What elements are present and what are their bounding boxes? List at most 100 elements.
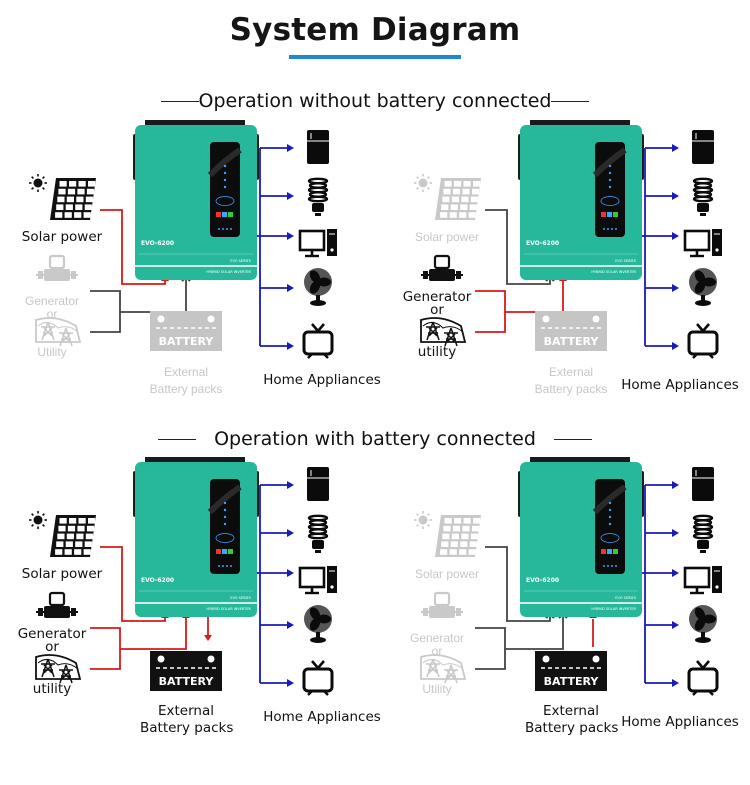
output-arrow [672, 679, 679, 687]
key-led [226, 228, 228, 230]
output-arrow [672, 569, 679, 577]
series-name: EVO SERIES [615, 596, 637, 600]
status-led [223, 185, 227, 189]
pc-tower [712, 229, 722, 256]
battery-terminal [542, 315, 550, 323]
panel-cell [449, 212, 457, 218]
panel-cell [74, 549, 82, 555]
fan-blade [702, 277, 716, 287]
battery-icon: BATTERY [535, 311, 607, 351]
utility-label: utility [417, 344, 457, 360]
output-arrow [672, 144, 679, 152]
panel-cell [76, 533, 84, 540]
solar-panel-icon [29, 511, 96, 557]
heading-rule-right [551, 101, 590, 102]
bulb-base [312, 203, 324, 212]
status-led [608, 171, 612, 175]
indicator-lamp [228, 212, 233, 217]
panel-cell [444, 518, 452, 524]
indicator-lamp [613, 212, 618, 217]
status-led [223, 508, 227, 512]
or-label: or [431, 644, 443, 658]
battery-terminal [592, 655, 600, 663]
status-led [223, 164, 227, 168]
output-arrow [672, 529, 679, 537]
panel-cell [470, 196, 478, 203]
section-heading-text: Operation without battery connected [198, 90, 552, 112]
indicator-lamp [613, 549, 618, 554]
tv-antenna [702, 323, 710, 332]
panel-cell [59, 518, 67, 524]
solar-power-label: Solar power [21, 229, 103, 245]
display-gloss [207, 484, 242, 515]
indicator-lamp [216, 549, 221, 554]
home-appliances-label: Home Appliances [621, 377, 739, 393]
section-heading-with-battery: Operation with battery connected [0, 428, 750, 450]
computer-icon [298, 229, 337, 258]
battery-text: BATTERY [544, 335, 600, 348]
tv-screen [302, 330, 334, 356]
fan-blade [702, 614, 716, 624]
section-heading-no-battery: Operation without battery connected [0, 90, 750, 112]
generator-icon [36, 254, 78, 281]
solar-wire [485, 546, 551, 622]
panel-cell [78, 181, 86, 187]
panel-cell [76, 196, 84, 203]
bulb-base [697, 203, 709, 212]
battery-caption-line1: External [163, 365, 209, 379]
refrigerator-icon [307, 467, 329, 501]
pc-tower [712, 566, 722, 593]
panel-cell [460, 204, 468, 210]
home-appliances-label: Home Appliances [621, 714, 739, 730]
panel-cell [69, 181, 77, 187]
generator-label: Generator [17, 626, 87, 642]
sun-ray [31, 513, 34, 516]
sun-icon [418, 515, 428, 525]
solar-power-label: Solar power [21, 566, 103, 582]
battery-caption-line2: Battery packs [534, 382, 608, 396]
grid-feed-wire [505, 617, 564, 650]
panel-cell [56, 204, 64, 210]
panel-cell [75, 204, 83, 210]
model-name: EVO-6200 [526, 577, 559, 584]
panel-cell [67, 188, 76, 195]
battery-caption-line1: External [542, 703, 599, 719]
pylon [59, 327, 73, 347]
panel-cell [58, 188, 66, 195]
panel-cell [88, 181, 96, 187]
panel-cell [84, 541, 92, 547]
panel-cell [69, 518, 77, 524]
fan-stem [701, 632, 705, 639]
generator-icon [421, 591, 463, 618]
panel-cell [443, 188, 451, 195]
fan-blade [694, 617, 706, 631]
bulb-tip [315, 213, 321, 216]
fan-base [310, 300, 326, 306]
heading-rule-left [160, 101, 199, 102]
panel-cell [78, 518, 86, 524]
key-led [611, 228, 613, 230]
panel-cell [85, 533, 93, 540]
fridge-body [692, 467, 714, 501]
solar-power-label: Solar power [414, 567, 480, 581]
light-bulb-icon [692, 514, 714, 553]
monitor [683, 229, 711, 252]
tv-leg [307, 353, 313, 359]
utility-label: utility [32, 681, 72, 697]
solar-panel-icon [29, 174, 96, 220]
power-button-ring [600, 533, 620, 543]
panel-cell [64, 549, 72, 555]
pylon [426, 658, 440, 678]
panel-cell [441, 204, 449, 210]
series-name: EVO SERIES [230, 259, 252, 263]
sun-ray [42, 176, 45, 179]
light-bulb-icon [307, 514, 329, 553]
panel-cell [86, 188, 95, 195]
pylon [444, 327, 458, 347]
tower-button [715, 585, 719, 589]
utility-grid-icon [420, 654, 467, 684]
monitor [683, 566, 711, 589]
engine-top [48, 254, 66, 270]
television-icon [302, 660, 334, 696]
